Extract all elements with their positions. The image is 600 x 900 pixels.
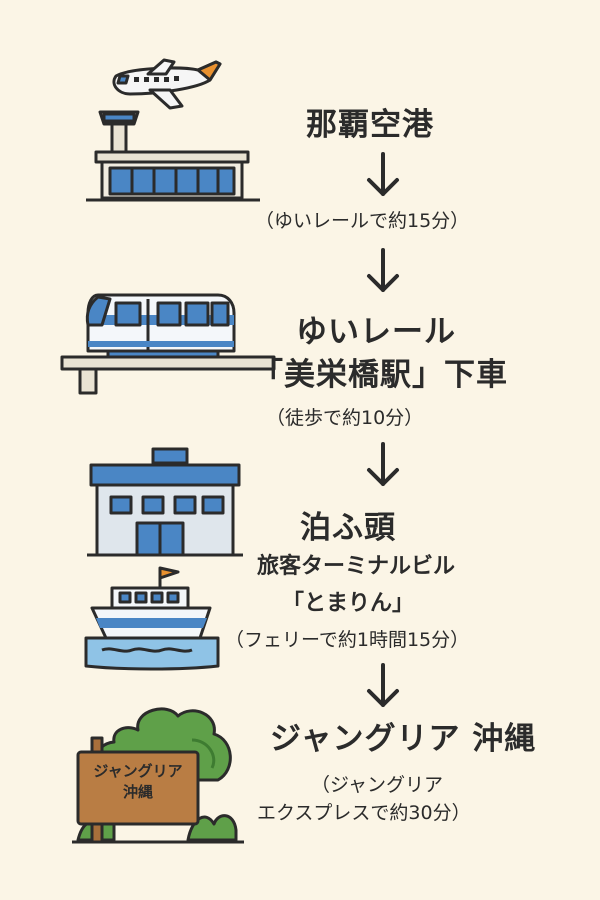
airport-transfer: （ゆいレールで約15分）: [255, 210, 470, 232]
airplane-icon: [112, 58, 222, 110]
destination-name: ジャングリア 沖縄: [270, 721, 537, 757]
port-building: 旅客ターミナルビル: [257, 554, 456, 579]
station-transfer: （徒歩で約10分）: [266, 407, 424, 429]
port-terminal-icon: [87, 447, 243, 557]
station-line: ゆいレール: [296, 314, 456, 350]
airport-icon: [86, 58, 260, 202]
port-nickname: 「とまりん」: [282, 591, 415, 616]
sign-line2: 沖縄: [122, 783, 153, 801]
sign-board-text: ジャングリア 沖縄: [78, 761, 198, 803]
destination-transfer-line2: エクスプレスで約30分）: [257, 802, 471, 824]
port-name: 泊ふ頭: [300, 510, 396, 546]
destination-transfer-line1: （ジャングリア: [311, 774, 444, 796]
ship-icon: [84, 566, 220, 671]
station-name: 「美栄橋駅」下車: [252, 357, 508, 393]
arrow-down-icon: [367, 663, 399, 707]
jungle-sign-icon: [72, 707, 244, 844]
port-transfer: （フェリーで約1時間15分）: [225, 629, 470, 651]
arrow-down-icon: [367, 442, 399, 486]
arrow-down-icon: [367, 248, 399, 292]
train-icon: [60, 293, 276, 395]
sign-line1: ジャングリア: [93, 762, 183, 780]
airport-name: 那覇空港: [306, 107, 434, 143]
arrow-down-icon: [367, 152, 399, 196]
